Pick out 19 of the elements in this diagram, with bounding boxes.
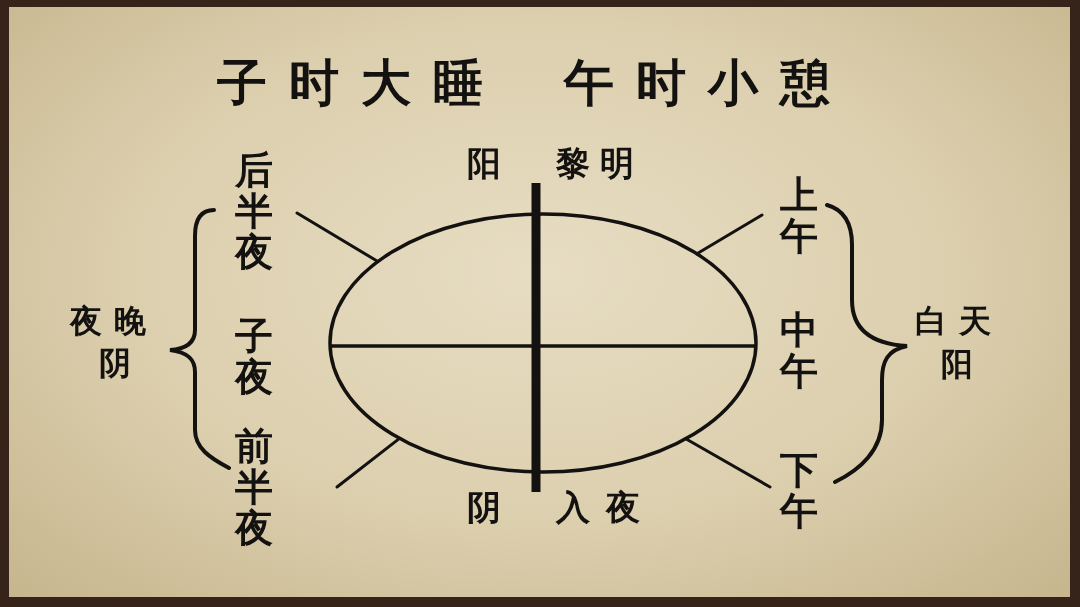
period-label: 上午 [780,175,818,257]
period-label: 后半夜 [235,150,273,273]
leader-line [295,211,380,263]
ellipse [328,212,758,474]
group-label: 夜晚 [70,305,158,337]
yin-yang-label: 阴 [99,347,131,379]
leader-line [684,437,772,489]
group-label: 白天 [915,305,1003,337]
period-label: 前半夜 [235,426,273,549]
period-label: 子夜 [235,316,273,398]
period-label: 黎明 [556,146,644,180]
leader-line [335,436,402,489]
yin-yang-label: 阳 [467,146,501,180]
yin-yang-label: 阳 [941,348,973,380]
leader-line [695,213,764,256]
period-label: 下午 [780,450,818,532]
title: 子时大睡 午时小憩 [217,58,853,108]
period-label: 入夜 [556,490,656,524]
yin-yang-label: 阴 [467,490,501,524]
